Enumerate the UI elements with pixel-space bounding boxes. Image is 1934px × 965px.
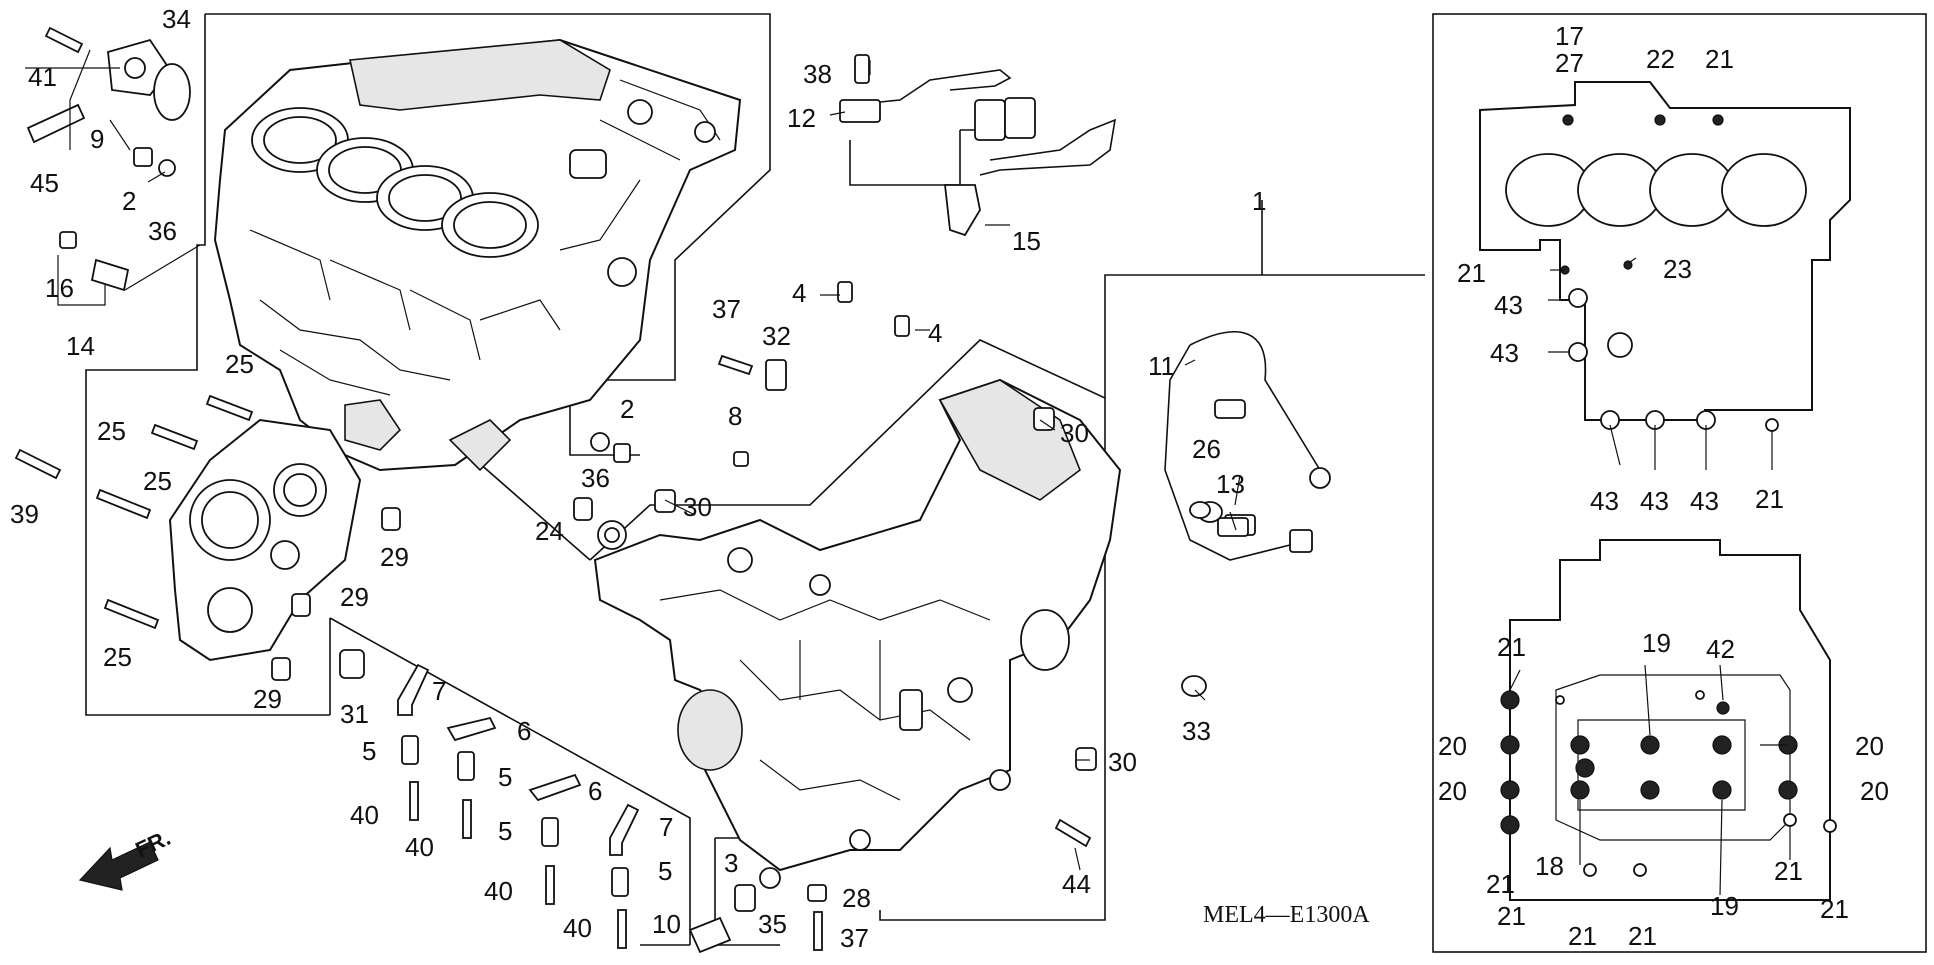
callout-10: 10 [652,909,681,939]
lower-crankcase [593,378,1122,872]
callout-4: 4 [792,278,806,308]
side-cover [168,418,362,662]
callout-26: 26 [1192,434,1221,464]
callout-16: 16 [45,273,74,303]
bolt-reference-panel-upper [1479,81,1851,432]
callout-44: 44 [1062,869,1091,899]
callout-29: 29 [380,542,409,572]
callout-36: 36 [148,216,177,246]
callout-21: 21 [1486,869,1515,899]
callout-5: 5 [498,762,512,792]
callout-14: 14 [66,331,95,361]
callout-25: 25 [143,466,172,496]
callout-27: 27 [1555,48,1584,78]
callout-19: 19 [1642,628,1671,658]
callout-20: 20 [1860,776,1889,806]
callout-20: 20 [1438,731,1467,761]
callout-43: 43 [1490,338,1519,368]
callout-39: 39 [10,499,39,529]
callout-21: 21 [1568,921,1597,951]
leader-lines [25,49,1831,896]
callout-40: 40 [563,913,592,943]
callout-21: 21 [1628,921,1657,951]
callout-9: 9 [90,124,104,154]
callout-43: 43 [1494,290,1523,320]
callout-20: 20 [1438,776,1467,806]
front-direction-arrow: FR. [78,825,174,891]
callout-30: 30 [683,492,712,522]
callout-41: 41 [28,62,57,92]
callout-23: 23 [1663,254,1692,284]
callout-24: 24 [535,516,564,546]
callout-31: 31 [340,699,369,729]
callout-30: 30 [1108,747,1137,777]
callout-3: 3 [724,848,738,878]
callout-21: 21 [1497,632,1526,662]
callout-5: 5 [498,816,512,846]
callout-4: 4 [928,318,942,348]
callout-6: 6 [588,776,602,806]
callout-32: 32 [762,321,791,351]
callout-45: 45 [30,168,59,198]
callout-19: 19 [1710,891,1739,921]
callout-18: 18 [1535,851,1564,881]
callout-8: 8 [728,401,742,431]
callout-25: 25 [97,416,126,446]
callout-2: 2 [620,394,634,424]
callout-30: 30 [1060,418,1089,448]
callout-40: 40 [405,832,434,862]
callout-13: 13 [1216,469,1245,499]
callout-36: 36 [581,463,610,493]
callout-1: 1 [1252,186,1266,216]
callout-11: 11 [1148,351,1175,381]
callout-5: 5 [658,856,672,886]
bolt-reference-panel-lower [1500,539,1837,901]
callout-29: 29 [340,582,369,612]
callout-5: 5 [362,736,376,766]
upper-crankcase [213,38,742,472]
callout-15: 15 [1012,226,1041,256]
callout-21: 21 [1774,856,1803,886]
callout-12: 12 [787,103,816,133]
callout-38: 38 [803,59,832,89]
callout-21: 21 [1705,44,1734,74]
callout-42: 42 [1706,634,1735,664]
callout-43: 43 [1590,486,1619,516]
callout-17: 17 [1555,21,1584,51]
callout-2: 2 [122,186,136,216]
callout-20: 20 [1855,731,1884,761]
callout-35: 35 [758,909,787,939]
callout-25: 25 [225,349,254,379]
callout-21: 21 [1497,901,1526,931]
callout-37: 37 [840,923,869,953]
callout-37: 37 [712,294,741,324]
callout-21: 21 [1755,484,1784,514]
callout-28: 28 [842,883,871,913]
callout-25: 25 [103,642,132,672]
callout-7: 7 [432,676,446,706]
callout-40: 40 [484,876,513,906]
callout-21: 21 [1820,894,1849,924]
callout-43: 43 [1640,486,1669,516]
callout-43: 43 [1690,486,1719,516]
drawing-code: MEL4—E1300A [1203,902,1370,928]
callout-40: 40 [350,800,379,830]
callout-34: 34 [162,4,191,34]
callout-22: 22 [1646,44,1675,74]
callout-33: 33 [1182,716,1211,746]
callout-7: 7 [659,812,673,842]
callout-21: 21 [1457,258,1486,288]
callout-6: 6 [517,716,531,746]
callout-29: 29 [253,684,282,714]
callout-labels: 1 2 2 3 4 4 5 5 5 5 6 6 7 7 8 9 10 11 12… [10,4,1889,953]
